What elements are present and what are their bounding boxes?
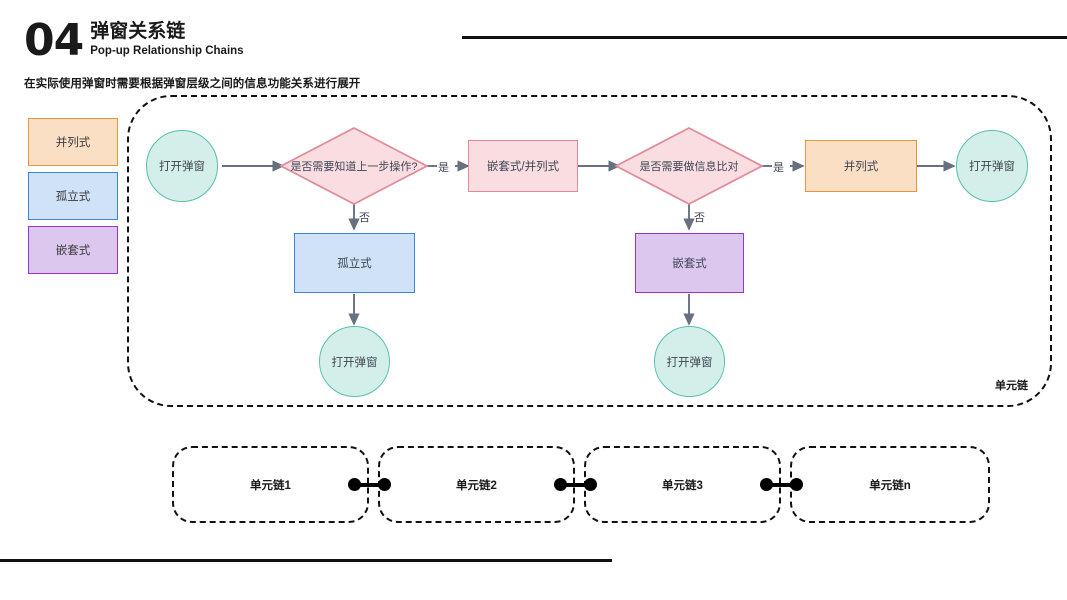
edge-label-yes-1: 是 xyxy=(438,162,449,174)
legend-item-parallel: 并列式 xyxy=(28,118,118,166)
chain-item-3[interactable]: 单元链3 xyxy=(584,446,781,523)
legend-item-isolated: 孤立式 xyxy=(28,172,118,220)
page-header: 04 弹窗关系链 Pop-up Relationship Chains xyxy=(24,18,244,64)
node-decision-info-compare[interactable]: 是否需要做信息比对 xyxy=(614,126,764,206)
header-titles: 弹窗关系链 Pop-up Relationship Chains xyxy=(90,18,243,58)
node-nested[interactable]: 嵌套式 xyxy=(635,233,744,293)
unit-chain-container: 单元链 xyxy=(127,95,1052,407)
chain-connector-2 xyxy=(554,478,604,492)
chain-item-n[interactable]: 单元链n xyxy=(790,446,990,523)
legend-item-nested: 嵌套式 xyxy=(28,226,118,274)
node-parallel[interactable]: 并列式 xyxy=(805,140,917,192)
chain-item-2[interactable]: 单元链2 xyxy=(378,446,575,523)
edge-label-yes-2: 是 xyxy=(773,162,784,174)
edge-label-no-1: 否 xyxy=(359,212,370,224)
legend: 并列式 孤立式 嵌套式 xyxy=(28,118,118,280)
chain-connector-3 xyxy=(760,478,810,492)
node-isolated[interactable]: 孤立式 xyxy=(294,233,415,293)
bottom-divider-rule xyxy=(0,559,612,562)
chain-item-1[interactable]: 单元链1 xyxy=(172,446,369,523)
section-number: 04 xyxy=(24,15,84,66)
node-nested-parallel[interactable]: 嵌套式/并列式 xyxy=(468,140,578,192)
node-decision-previous-step[interactable]: 是否需要知道上一步操作? xyxy=(279,126,429,206)
node-isolated-popup[interactable]: 打开弹窗 xyxy=(319,326,390,397)
node-nested-popup[interactable]: 打开弹窗 xyxy=(654,326,725,397)
top-divider-rule xyxy=(462,36,1067,39)
page-description: 在实际使用弹窗时需要根据弹窗层级之间的信息功能关系进行展开 xyxy=(24,78,361,90)
page-subtitle-en: Pop-up Relationship Chains xyxy=(90,45,244,57)
edge-label-no-2: 否 xyxy=(694,212,705,224)
node-start-popup[interactable]: 打开弹窗 xyxy=(146,130,218,202)
unit-chain-label: 单元链 xyxy=(995,380,1028,392)
page-title: 弹窗关系链 xyxy=(90,21,186,42)
chain-connector-1 xyxy=(348,478,398,492)
node-end-popup[interactable]: 打开弹窗 xyxy=(956,130,1028,202)
